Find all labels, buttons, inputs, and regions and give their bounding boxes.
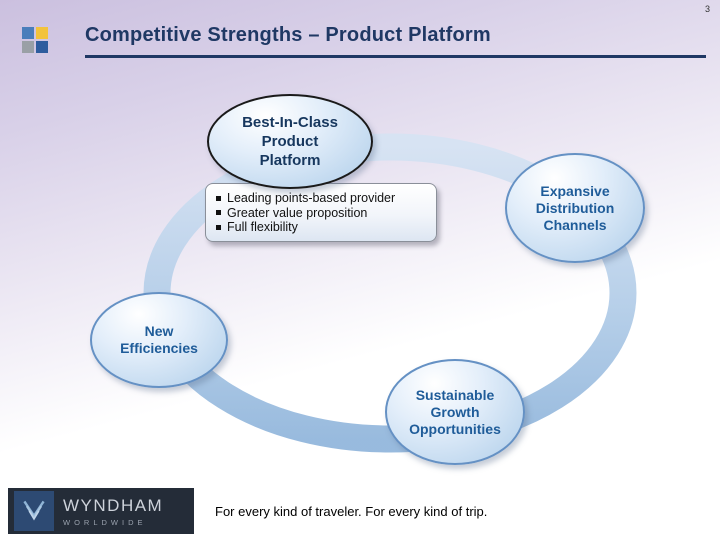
node-label: Sustainable Growth Opportunities xyxy=(409,387,501,438)
node-label-line: Product xyxy=(261,133,319,150)
callout-bullet-row: Greater value proposition xyxy=(216,206,426,220)
node-label: Best-In-Class Product Platform xyxy=(242,113,338,170)
brand-name: WYNDHAM xyxy=(63,495,164,515)
bullet-icon xyxy=(216,224,221,230)
callout-bullet-text: Greater value proposition xyxy=(227,205,368,220)
node-new-efficiencies: New Efficiencies xyxy=(90,292,228,388)
page-number: 3 xyxy=(704,4,710,14)
bullet-icon xyxy=(216,210,221,215)
node-label-line: Opportunities xyxy=(409,420,501,437)
node-label-line: Expansive xyxy=(540,182,610,199)
node-label-line: Efficiencies xyxy=(120,340,198,356)
logo-square-blue xyxy=(22,27,34,39)
node-label-line: Growth xyxy=(430,403,480,420)
center-node-callout: Leading points-based provider Greater va… xyxy=(205,183,437,242)
node-expansive-distribution-channels: Expansive Distribution Channels xyxy=(505,153,645,263)
node-label-line: Distribution xyxy=(535,199,615,216)
title-underline xyxy=(85,55,706,58)
brand-text-block: WYNDHAM WORLDWIDE xyxy=(63,496,163,527)
slide-title: Competitive Strengths – Product Platform xyxy=(85,24,491,46)
logo-square-gray xyxy=(22,41,34,53)
callout-bullet-text: Leading points-based provider xyxy=(227,191,396,205)
logo-square-yellow xyxy=(36,27,48,39)
slide-logo-squares-icon xyxy=(22,27,48,53)
callout-bullet-text: Full flexibility xyxy=(227,220,298,234)
logo-square-darkblue xyxy=(36,41,48,53)
node-best-in-class-product-platform: Best-In-Class Product Platform xyxy=(207,94,373,189)
footer-tagline: For every kind of traveler. For every ki… xyxy=(215,504,488,519)
node-label: Expansive Distribution Channels xyxy=(536,183,615,234)
wyndham-logo-icon xyxy=(14,491,54,531)
node-label: New Efficiencies xyxy=(120,323,198,357)
node-label-line: Platform xyxy=(259,152,321,169)
node-label-line: Sustainable xyxy=(415,386,495,403)
footer-brand-bar: WYNDHAM WORLDWIDE xyxy=(8,488,194,534)
node-sustainable-growth-opportunities: Sustainable Growth Opportunities xyxy=(385,359,525,465)
node-label-line: Channels xyxy=(543,216,607,233)
callout-bullet-row: Full flexibility xyxy=(216,220,426,234)
bullet-icon xyxy=(216,195,221,201)
node-label-line: Best-In-Class xyxy=(242,114,338,131)
brand-subtitle: WORLDWIDE xyxy=(63,517,147,527)
node-label-line: New xyxy=(144,323,174,339)
callout-bullet-row: Leading points-based provider xyxy=(216,191,426,205)
